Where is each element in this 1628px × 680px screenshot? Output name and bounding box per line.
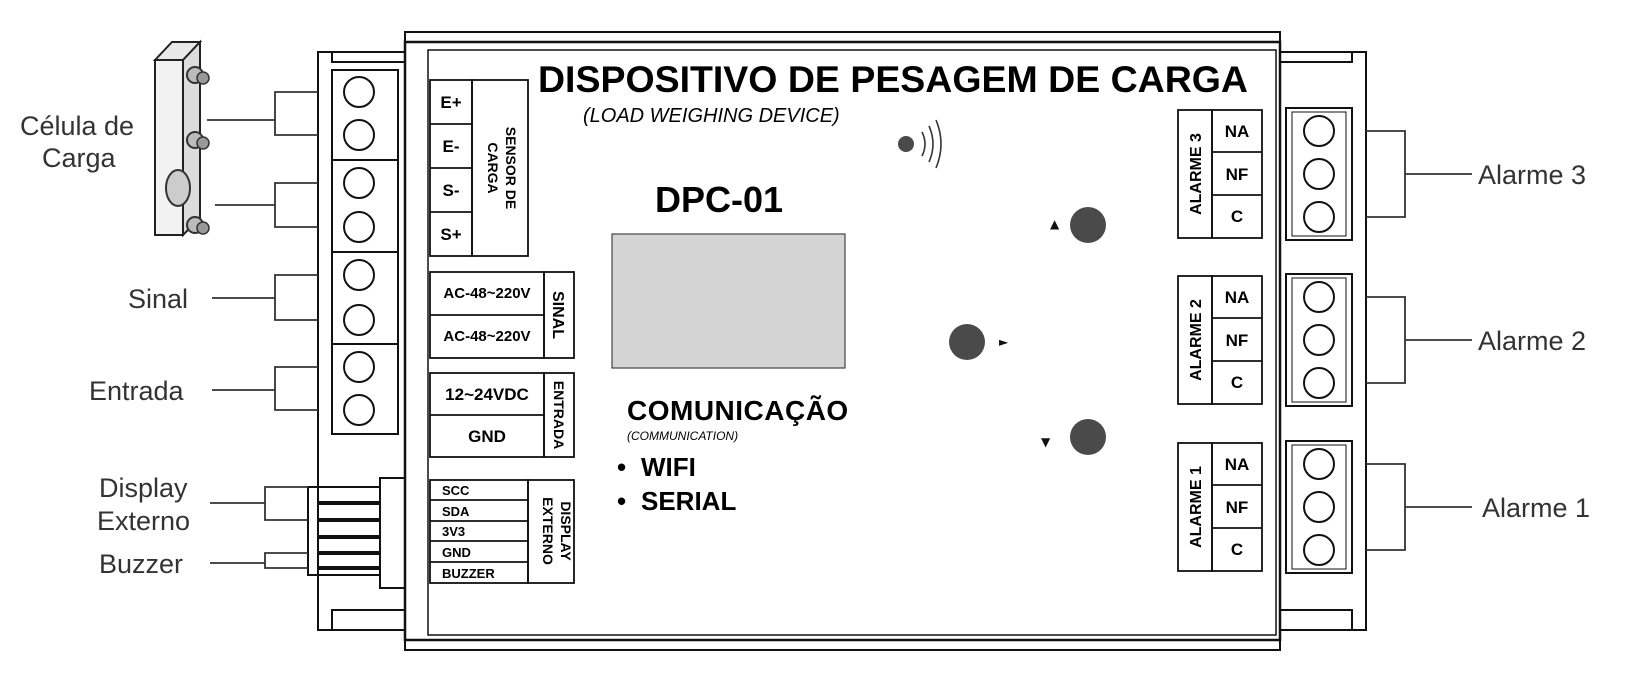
device-subtitle: (LOAD WEIGHING DEVICE) xyxy=(583,105,840,127)
label-display-line2: Externo xyxy=(97,506,190,536)
lcd-screen xyxy=(611,233,846,369)
display-connector xyxy=(307,477,406,589)
pin-signal-2: AC-48~220V xyxy=(443,328,530,345)
alarm1-block xyxy=(1177,442,1263,572)
load-cell-icon xyxy=(152,39,210,238)
pin-display-buzzer: BUZZER xyxy=(442,566,495,581)
screw-terminal xyxy=(343,351,375,383)
pin-input-gnd: GND xyxy=(468,427,506,446)
pin-display-3v3: 3V3 xyxy=(442,524,465,539)
pin-signal-1: AC-48~220V xyxy=(443,285,530,302)
signal-block xyxy=(429,271,575,359)
input-title: ENTRADA xyxy=(551,381,567,449)
model-name: DPC-01 xyxy=(655,179,783,220)
communication-subtitle: (COMMUNICATION) xyxy=(627,429,738,443)
display-title-line2: EXTERNO xyxy=(540,497,556,565)
screw-terminal xyxy=(343,394,375,426)
up-button[interactable] xyxy=(1070,207,1106,243)
right-arrow-icon: ► xyxy=(999,335,1009,349)
label-alarm2: Alarme 2 xyxy=(1478,326,1586,356)
alarm2-title: ALARME 2 xyxy=(1188,299,1205,381)
right-terminal-strip xyxy=(1285,107,1353,574)
down-button[interactable] xyxy=(1070,419,1106,455)
enclosure xyxy=(317,31,1367,651)
screw-terminal xyxy=(343,76,375,108)
input-block xyxy=(429,372,575,458)
alarm2-pin-nf: NF xyxy=(1226,331,1249,350)
comm-item-serial: SERIAL xyxy=(641,486,736,516)
label-load-cell-line2: Carga xyxy=(42,143,117,173)
screw-terminal xyxy=(1303,115,1335,147)
left-leader-lines xyxy=(207,91,318,569)
alarm3-title: ALARME 3 xyxy=(1188,133,1205,215)
display-title-line1: DISPLAY xyxy=(558,501,574,561)
alarm2-pin-c: C xyxy=(1231,373,1243,392)
alarm1-pin-c: C xyxy=(1231,540,1243,559)
pin-s-minus: S- xyxy=(443,181,460,200)
pin-s-plus: S+ xyxy=(440,225,461,244)
pin-display-gnd: GND xyxy=(442,545,471,560)
screw-terminal xyxy=(1303,534,1335,566)
pin-display-sda: SDA xyxy=(442,504,470,519)
right-leader-lines xyxy=(1366,130,1472,551)
label-buzzer: Buzzer xyxy=(99,549,183,579)
alarm3-pin-nf: NF xyxy=(1226,165,1249,184)
pin-input-vdc: 12~24VDC xyxy=(445,385,529,404)
label-alarm1: Alarme 1 xyxy=(1482,493,1590,523)
comm-bullet-serial: • xyxy=(617,486,626,516)
screw-terminal xyxy=(343,259,375,291)
alarm1-pin-na: NA xyxy=(1225,455,1250,474)
alarm3-block xyxy=(1177,109,1263,239)
left-terminal-strip xyxy=(331,69,399,435)
pin-e-minus: E- xyxy=(443,137,460,156)
comm-bullet-wifi: • xyxy=(617,452,626,482)
label-input: Entrada xyxy=(89,376,185,406)
alarm1-pin-nf: NF xyxy=(1226,498,1249,517)
screw-terminal xyxy=(1303,158,1335,190)
screw-terminal xyxy=(1303,201,1335,233)
screw-terminal xyxy=(343,211,375,243)
display-block xyxy=(429,479,575,584)
communication-title: COMUNICAÇÃO xyxy=(627,395,849,426)
alarm2-block xyxy=(1177,275,1263,405)
label-display-line1: Display xyxy=(99,473,188,503)
alarm3-pin-na: NA xyxy=(1225,122,1250,141)
alarm3-pin-c: C xyxy=(1231,207,1243,226)
device-title: DISPOSITIVO DE PESAGEM DE CARGA xyxy=(538,59,1248,100)
screw-terminal xyxy=(343,304,375,336)
signal-title: SINAL xyxy=(549,291,566,339)
wifi-led-icon xyxy=(898,119,942,169)
sensor-title-line2: CARGA xyxy=(485,142,501,193)
alarm2-pin-na: NA xyxy=(1225,288,1250,307)
pin-display-scc: SCC xyxy=(442,483,470,498)
comm-item-wifi: WIFI xyxy=(641,452,696,482)
label-alarm3: Alarme 3 xyxy=(1478,160,1586,190)
sensor-block xyxy=(429,79,529,257)
screw-terminal xyxy=(343,119,375,151)
screw-terminal xyxy=(1303,491,1335,523)
label-load-cell-line1: Célula de xyxy=(20,111,134,141)
label-signal: Sinal xyxy=(128,284,188,314)
pin-e-plus: E+ xyxy=(440,93,461,112)
alarm1-title: ALARME 1 xyxy=(1188,466,1205,548)
enter-button[interactable] xyxy=(949,324,985,360)
down-arrow-icon: ▼ xyxy=(1041,435,1051,449)
up-arrow-icon: ▲ xyxy=(1050,217,1060,231)
screw-terminal xyxy=(1303,324,1335,356)
screw-terminal xyxy=(1303,448,1335,480)
screw-terminal xyxy=(343,167,375,199)
sensor-title-line1: SENSOR DE xyxy=(503,127,519,209)
screw-terminal xyxy=(1303,281,1335,313)
screw-terminal xyxy=(1303,367,1335,399)
